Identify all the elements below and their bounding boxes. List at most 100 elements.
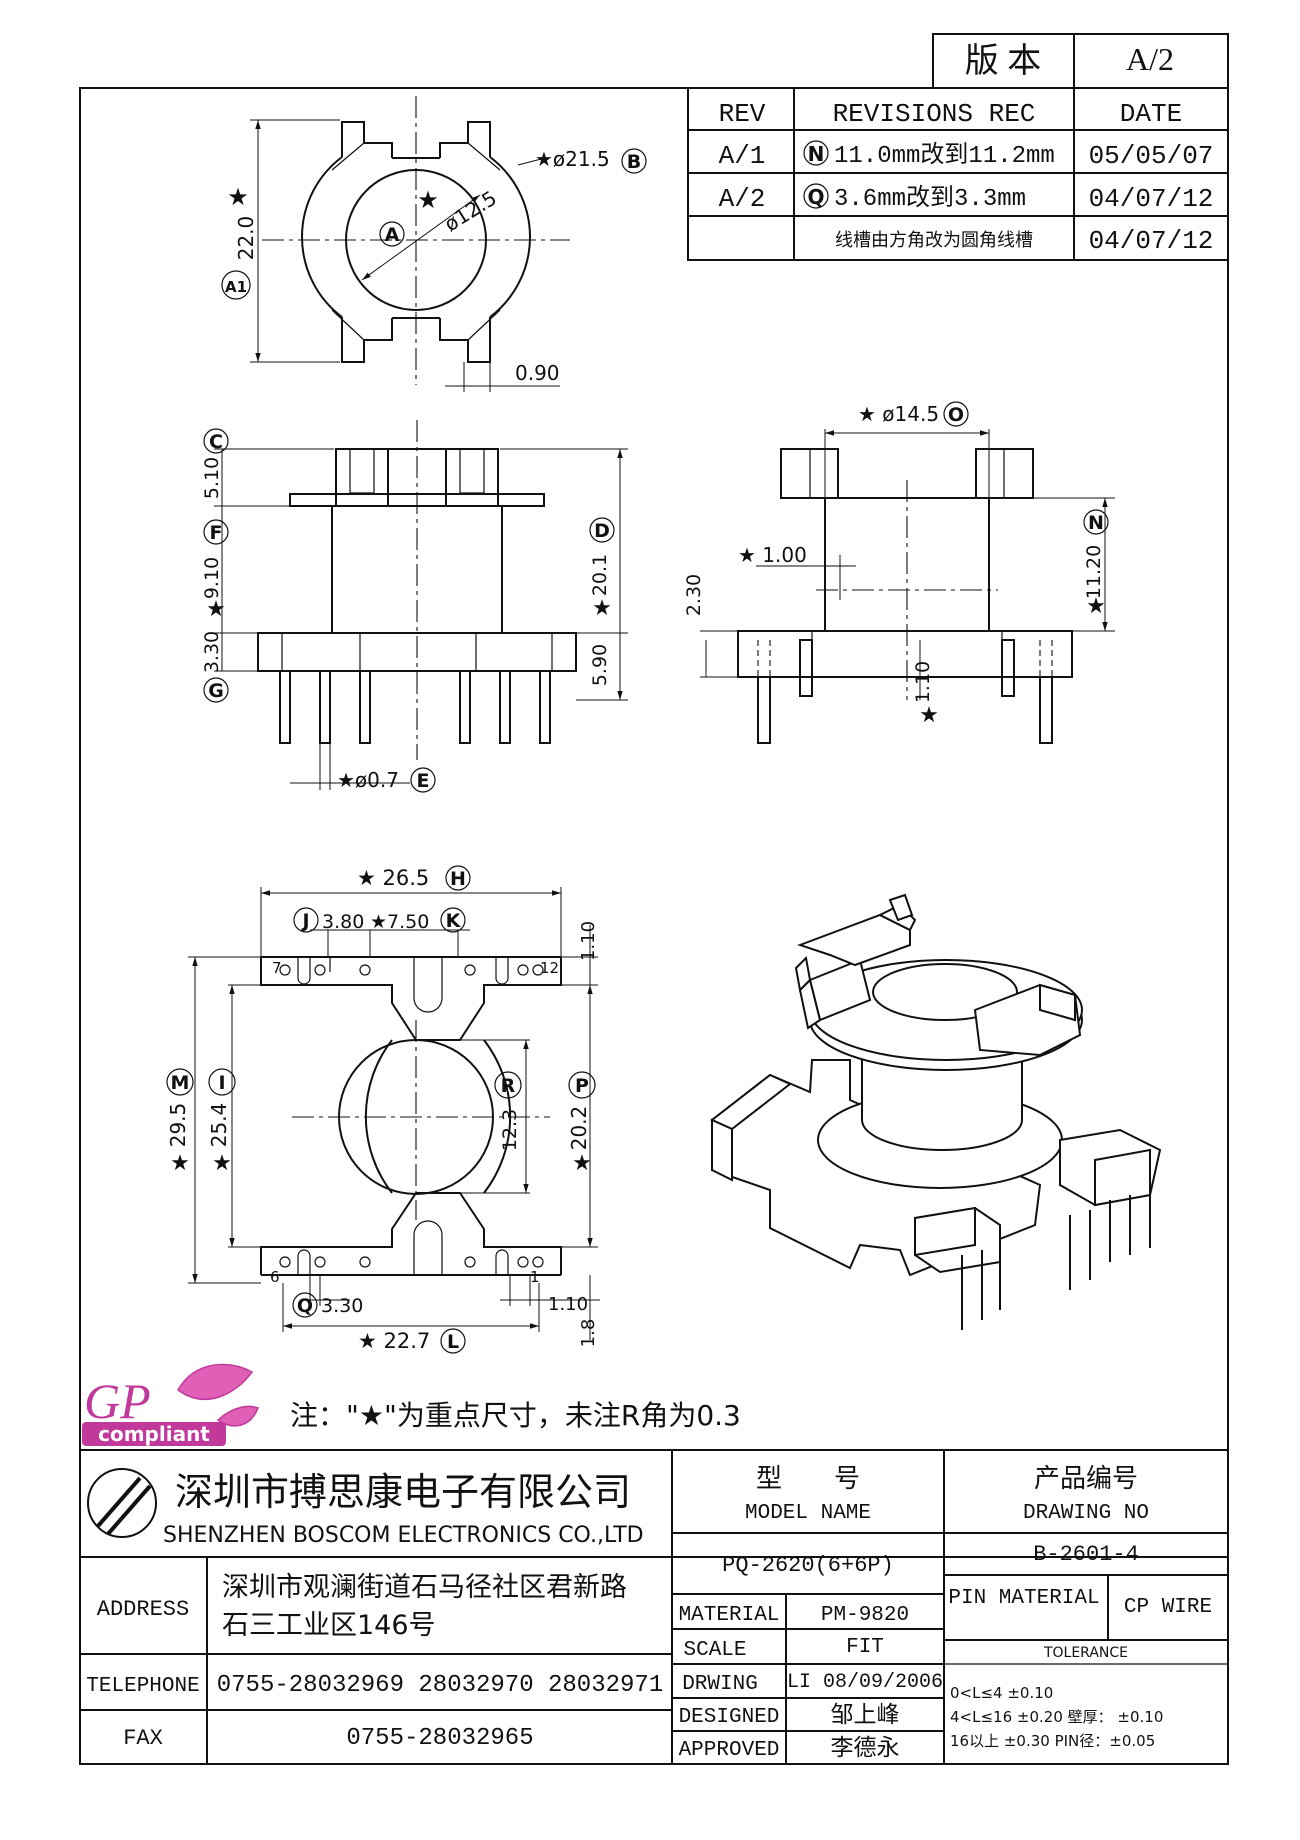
dim-d21-5: ★ø21.5 xyxy=(535,147,610,171)
star-bottom-p: ★ xyxy=(572,1151,592,1176)
drawing-note: 注："★"为重点尺寸，未注R角为0.3 xyxy=(290,1399,741,1432)
rev-row2-marker-circle xyxy=(803,183,829,209)
dim-h110-top: 1.10 xyxy=(578,921,599,961)
tag-a1: A1 xyxy=(225,278,247,296)
rev-row1-marker: N xyxy=(808,142,825,166)
dim-w265: ★ 26.5 xyxy=(357,866,429,890)
side-view xyxy=(700,429,1115,744)
dim-d201: 20.1 xyxy=(589,554,611,596)
pin-label-6: 6 xyxy=(270,1268,280,1286)
tag-m-circle xyxy=(166,1068,194,1096)
tag-o: O xyxy=(948,404,964,426)
pin-label-12: 12 xyxy=(540,959,559,977)
fax-value: 0755-28032965 xyxy=(346,1725,533,1752)
rev-row3-text: 线槽由方角改为圆角线槽 xyxy=(835,230,1033,251)
tag-h: H xyxy=(450,868,466,890)
tag-h-circle xyxy=(445,865,471,891)
model-value: PQ-2620(6+6P) xyxy=(722,1553,894,1578)
company-name-cn: 深圳市搏思康电子有限公司 xyxy=(175,1470,631,1514)
pin-material-label-line: PIN MATERIAL xyxy=(948,1587,1099,1610)
address-label: ADDRESS xyxy=(97,1597,189,1622)
rev-header-date: DATE xyxy=(1120,99,1182,129)
tag-a-circle xyxy=(379,221,405,247)
scale-label: SCALE xyxy=(683,1639,746,1662)
tag-m: M xyxy=(171,1072,190,1094)
version-label: 版 本 xyxy=(965,42,1042,80)
rev-header-rec: REVISIONS REC xyxy=(833,99,1036,129)
tolerance-line-3: 16以上 ±0.30 PIN径：±0.05 xyxy=(950,1732,1155,1750)
tag-e-circle xyxy=(410,767,436,793)
tag-b-circle xyxy=(621,148,647,174)
tag-f-circle xyxy=(203,519,229,545)
boscom-logo xyxy=(87,1468,157,1538)
dim-w100: ★ 1.00 xyxy=(738,543,807,567)
leaf-small-icon xyxy=(216,1405,259,1427)
tag-q: Q xyxy=(297,1295,313,1317)
dim-w110-bottom: 1.10 xyxy=(548,1294,588,1315)
rev-row2-date: 04/07/12 xyxy=(1089,184,1214,214)
star-side-n: ★ xyxy=(1086,594,1106,619)
tag-l-circle xyxy=(440,1328,466,1354)
tag-a: A xyxy=(385,224,400,246)
dim-pin: ★ø0.7 xyxy=(337,768,399,792)
pin-material-value: CP WIRE xyxy=(1124,1596,1212,1619)
version-value: A/2 xyxy=(1126,41,1174,77)
rev-row1-rev: A/1 xyxy=(719,141,766,171)
dim-q330: 3.30 xyxy=(321,1295,363,1317)
material-label: MATERIAL xyxy=(679,1604,780,1627)
tag-i-circle xyxy=(208,1068,236,1096)
dim-w750: ★7.50 xyxy=(370,911,429,933)
star-side-110: ★ xyxy=(919,703,939,728)
tag-p-circle xyxy=(568,1071,596,1099)
tag-n: N xyxy=(1088,512,1104,534)
dim-f910: 9.10 xyxy=(201,557,223,599)
dim-c510: 5.10 xyxy=(201,457,223,499)
dim-m295: 29.5 xyxy=(166,1103,190,1148)
address-line2: 石三工业区146号 xyxy=(222,1610,436,1641)
rev-row2-rev: A/2 xyxy=(719,184,766,214)
gp-compliant-logo: GP compliant xyxy=(82,1363,259,1446)
rev-row1-text: 11.0mm改到11.2mm xyxy=(834,141,1055,170)
designed-value: 邹上峰 xyxy=(831,1702,900,1728)
tag-i: I xyxy=(218,1072,225,1094)
dim-d145: ★ ø14.5 xyxy=(858,402,939,426)
pin-material-label: PIN MATERIAL xyxy=(948,1587,1099,1610)
star-top-22: ★ xyxy=(227,183,249,211)
compliant-badge xyxy=(82,1422,226,1446)
tolerance-line-2: 4<L≤16 ±0.20 壁厚： ±0.10 xyxy=(950,1708,1163,1726)
dim-r123: 12.3 xyxy=(499,1109,521,1151)
outer-frame xyxy=(79,87,1229,1765)
top-view xyxy=(250,96,570,392)
rev-row2-text: 3.6mm改到3.3mm xyxy=(834,184,1026,213)
tag-c-circle xyxy=(203,428,229,454)
gp-text: GP xyxy=(84,1373,151,1429)
dim-d12-5: ø12.5 xyxy=(440,186,501,236)
dim-h22-0: 22.0 xyxy=(234,216,258,261)
material-value: PM-9820 xyxy=(821,1604,909,1627)
scale-value: FIT xyxy=(846,1636,884,1659)
dim-i254: 25.4 xyxy=(207,1103,231,1148)
dim-n1120: 11.20 xyxy=(1083,545,1105,599)
tag-f: F xyxy=(210,522,223,544)
dim-h590: 5.90 xyxy=(589,644,611,686)
tag-d: D xyxy=(594,520,610,542)
dim-h18: 1.8 xyxy=(578,1319,599,1348)
rev-row1-marker-circle xyxy=(803,140,829,166)
pin-label-7: 7 xyxy=(272,959,282,977)
tag-c: C xyxy=(209,431,223,453)
drwing-label: DRWING xyxy=(682,1673,758,1696)
model-label-cn: 型 号 xyxy=(756,1464,860,1494)
rev-row2-marker: Q xyxy=(807,185,824,209)
tolerance-line-1: 0<L≤4 ±0.10 xyxy=(950,1684,1053,1702)
tag-j: J xyxy=(300,910,309,932)
rev-row1-date: 05/05/07 xyxy=(1089,141,1214,171)
rev-header-rev: REV xyxy=(719,99,766,129)
rev-row3-date: 04/07/12 xyxy=(1089,226,1214,256)
pin-label-1: 1 xyxy=(530,1268,540,1286)
tag-b: B xyxy=(627,151,641,173)
tag-e: E xyxy=(417,770,430,792)
drwing-value: LI 08/09/2006 xyxy=(787,1671,943,1694)
tag-k: K xyxy=(446,910,462,932)
tag-a1-circle xyxy=(221,270,251,300)
